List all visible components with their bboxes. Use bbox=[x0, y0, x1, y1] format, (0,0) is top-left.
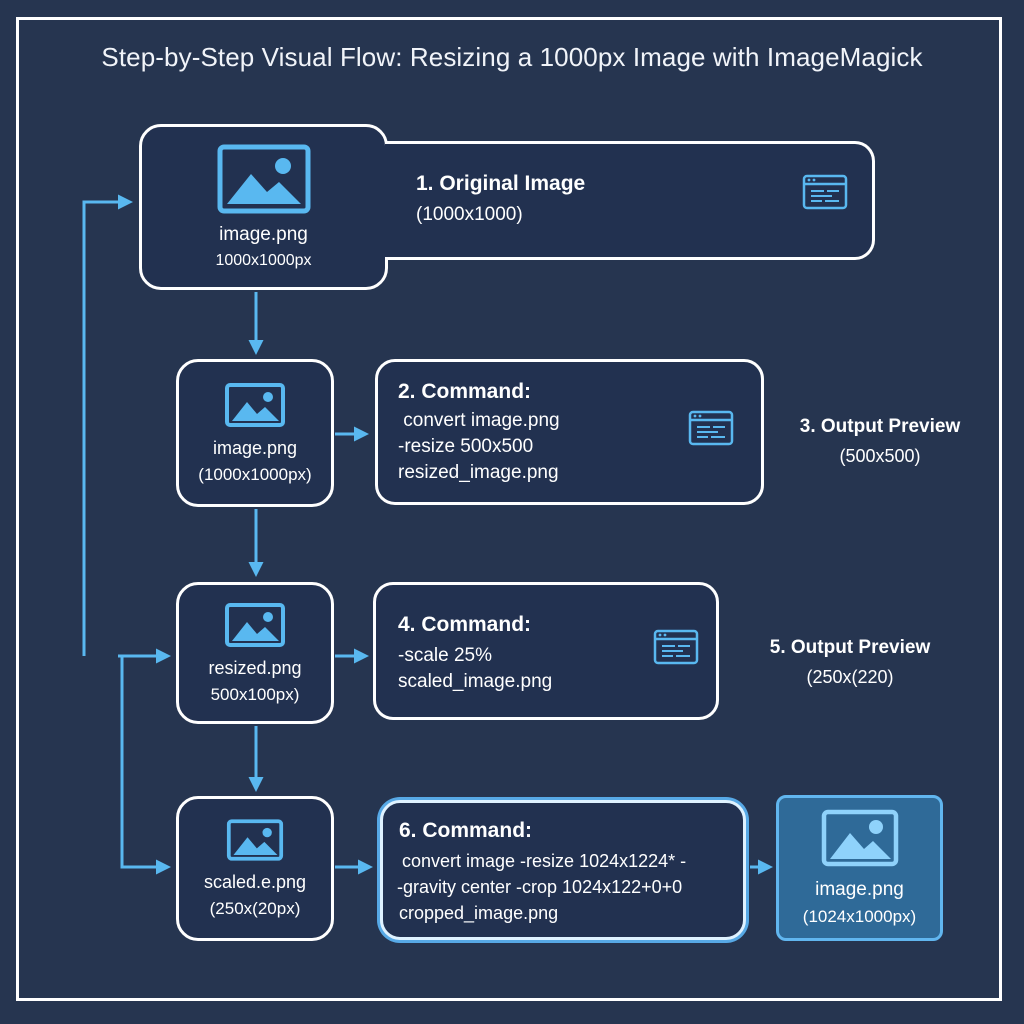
image-node-scaled: scaled.e.png (250x(20px) bbox=[176, 796, 334, 941]
loop-connector-outer bbox=[82, 194, 133, 656]
node-size: (1000x1000px) bbox=[198, 464, 312, 484]
step-line: cropped_image.png bbox=[399, 903, 559, 923]
image-icon bbox=[217, 144, 310, 214]
node-size: 500x100px) bbox=[210, 684, 300, 704]
step-line: scaled_image.png bbox=[398, 671, 553, 692]
step-line: (1000x1000) bbox=[416, 204, 523, 225]
step-line: -scale 25% bbox=[398, 645, 492, 666]
step-line: convert image.png bbox=[398, 410, 560, 431]
image-icon bbox=[225, 602, 285, 647]
step-line: -resize 500x500 bbox=[398, 436, 534, 457]
step-heading: 1. Original Image bbox=[416, 172, 586, 195]
preview-heading: 3. Output Preview bbox=[799, 416, 961, 437]
step-6-panel: 6. Command: convert image -resize 1024x1… bbox=[380, 800, 746, 940]
image-icon bbox=[226, 819, 284, 861]
terminal-icon bbox=[653, 629, 699, 665]
image-node-resized: resized.png 500x100px) bbox=[176, 582, 334, 724]
step-2-panel: 2. Command: convert image.png -resize 50… bbox=[375, 359, 764, 505]
step-line: -gravity center -crop 1024x122+0+0 bbox=[397, 877, 683, 897]
terminal-icon bbox=[688, 410, 734, 446]
image-node-input: image.png (1000x1000px) bbox=[176, 359, 334, 507]
image-icon bbox=[821, 809, 898, 867]
node-size: (250x(20px) bbox=[209, 899, 301, 918]
step-heading: 6. Command: bbox=[399, 819, 533, 842]
step-heading: 4. Command: bbox=[398, 613, 532, 636]
step-1-panel: 1. Original Image (1000x1000) bbox=[385, 141, 875, 260]
output-filename: image.png bbox=[815, 879, 904, 900]
node-filename: image.png bbox=[212, 437, 298, 458]
preview-heading: 5. Output Preview bbox=[769, 637, 931, 658]
preview-size: (250x(220) bbox=[806, 667, 894, 687]
outer-frame bbox=[16, 17, 1002, 1001]
node-filename: resized.png bbox=[208, 657, 302, 678]
output-preview-5: 5. Output Preview (250x(220) bbox=[755, 637, 945, 688]
step-4-panel: 4. Command: -scale 25% scaled_image.png bbox=[373, 582, 719, 720]
preview-size: (500x500) bbox=[839, 446, 921, 466]
step-line: resized_image.png bbox=[398, 462, 559, 483]
step-line: convert image -resize 1024x1224* - bbox=[397, 851, 687, 871]
step-heading: 2. Command: bbox=[398, 380, 532, 403]
image-icon bbox=[225, 382, 285, 427]
final-output-node: image.png (1024x1000px) bbox=[776, 795, 943, 941]
output-size: (1024x1000px) bbox=[802, 907, 917, 926]
node-size: 1000x1000px bbox=[215, 252, 312, 269]
output-preview-3: 3. Output Preview (500x500) bbox=[790, 416, 970, 467]
page-title: Step-by-Step Visual Flow: Resizing a 100… bbox=[101, 42, 923, 72]
terminal-icon bbox=[802, 174, 848, 210]
node-filename: scaled.e.png bbox=[203, 872, 307, 892]
node-filename: image.png bbox=[219, 224, 308, 245]
loop-connector-bottom bbox=[120, 656, 171, 875]
image-node-original: image.png 1000x1000px bbox=[139, 124, 388, 290]
